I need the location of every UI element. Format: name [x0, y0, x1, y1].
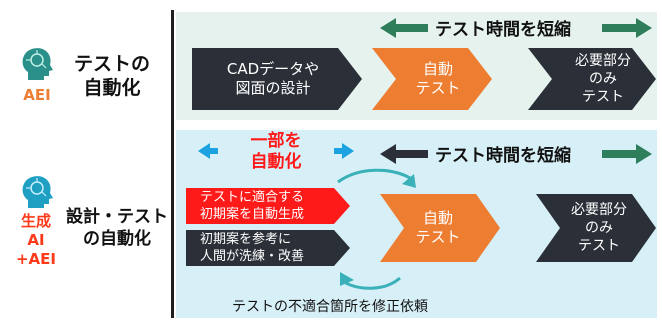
auto-test-label: 自動テスト	[415, 60, 461, 97]
top-left-title: テストの 自動化	[73, 53, 150, 99]
auto-test-chevron	[380, 194, 500, 262]
auto-test-chevron	[372, 48, 492, 110]
auto-generate-box	[186, 188, 350, 224]
partial-automation-label: 一部を自動化	[250, 131, 302, 172]
human-refine-label: 初期案を参考に人間が洗練・改善	[200, 232, 305, 264]
ai-head-icon	[22, 176, 53, 208]
badge-aei: AEI	[23, 86, 51, 104]
top-banner-label: テスト時間を短縮	[435, 20, 571, 40]
time-reduction-arrow-bottom	[380, 144, 652, 164]
ai-head-icon	[22, 48, 53, 80]
divider-line	[171, 10, 174, 318]
feedback-label: テストの不適合箇所を修正依頼	[232, 299, 428, 315]
design-boxes	[186, 188, 350, 266]
bottom-banner-label: テスト時間を短縮	[435, 146, 571, 166]
partial-test-label: 必要部分のみテスト	[575, 53, 631, 105]
feedback-loop-arrows	[337, 168, 416, 290]
auto-generate-label: テストに適合する初期案を自動生成	[200, 190, 305, 222]
cad-design-label: CADデータや図面の設計	[226, 60, 320, 97]
partial-test-chevron	[536, 194, 656, 262]
partial-test-chevron	[528, 48, 656, 110]
bottom-chevron-row	[380, 194, 656, 262]
human-refine-box	[186, 230, 350, 266]
top-chevron-row	[192, 48, 656, 110]
time-reduction-arrow	[380, 18, 652, 38]
partial-automation-arrows	[198, 143, 354, 159]
bottom-left-title: 設計・テスト の自動化	[66, 207, 168, 249]
auto-test-label: 自動テスト	[415, 209, 461, 246]
cad-design-chevron	[192, 48, 362, 110]
partial-test-label: 必要部分のみテスト	[571, 202, 627, 254]
